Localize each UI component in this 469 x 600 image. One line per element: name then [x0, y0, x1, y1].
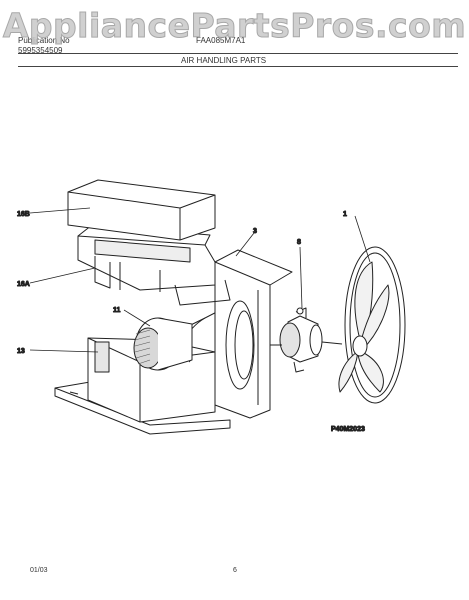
callout-13: 13 [17, 348, 25, 355]
leader-lines [29, 207, 371, 353]
blower-wheel [133, 317, 193, 371]
diagram-code: P40M2023 [331, 426, 365, 433]
title-rule [18, 66, 458, 67]
condenser-fan-blade [338, 246, 406, 404]
header-rule [18, 53, 458, 54]
callout-11: 11 [113, 307, 121, 314]
callout-1: 1 [343, 211, 347, 218]
callout-16b: 16B [17, 211, 30, 218]
publication-label: Publication No [18, 36, 70, 45]
section-title: AIR HANDLING PARTS [181, 56, 267, 65]
housing-base [77, 224, 231, 306]
callout-3: 3 [253, 228, 257, 235]
page-number: 6 [233, 567, 237, 574]
callout-16a: 16A [17, 281, 30, 288]
fan-motor [270, 307, 343, 373]
publication-number: 5995354509 [18, 46, 63, 55]
footer-date: 01/03 [30, 567, 48, 574]
callout-8: 8 [297, 239, 301, 246]
orifice-shroud [214, 249, 293, 419]
housing-top [67, 179, 216, 241]
model-number: FAA085M7A1 [196, 36, 246, 45]
